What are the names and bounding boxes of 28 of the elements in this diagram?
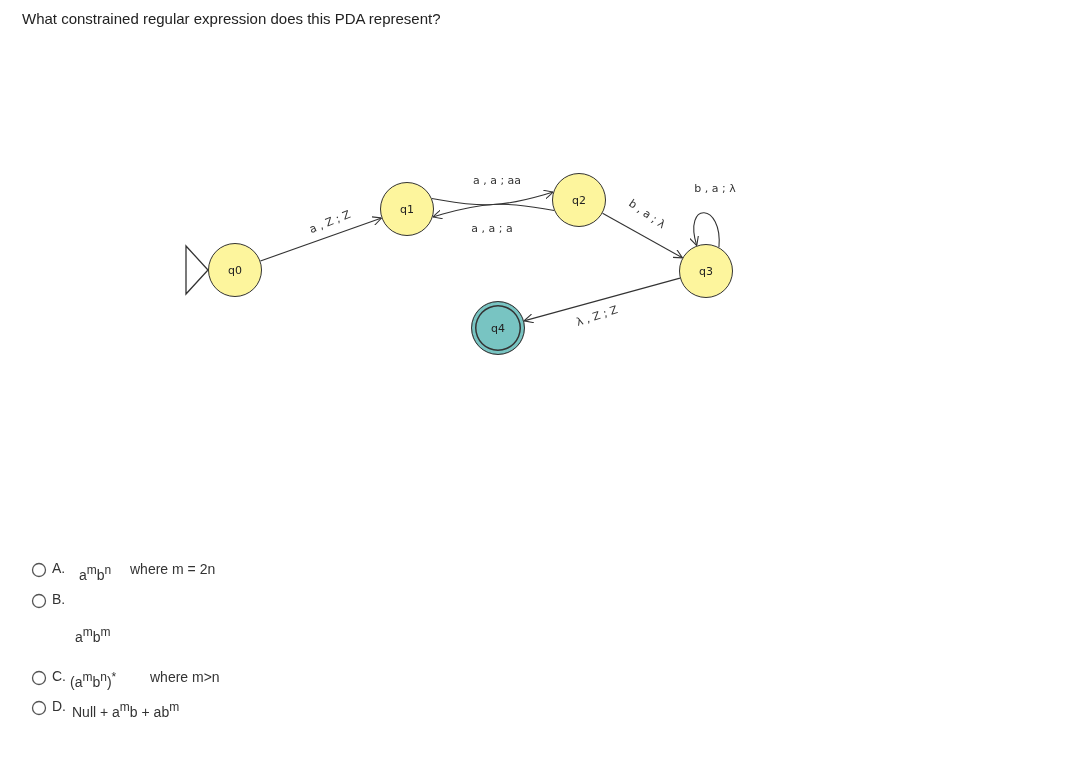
answer-expression: a$^{m}$b$^{m}$ (75, 625, 111, 645)
transition-arrow (689, 212, 720, 248)
option-letter: D. (52, 698, 66, 714)
transition-arrow (431, 189, 554, 206)
option-letter: A. (52, 560, 66, 576)
answer-expression: Null + a$^{m}$b + ab$^{m}$ (72, 700, 180, 720)
transition-label: b , a ; λ (693, 181, 737, 195)
transition-arrow (602, 212, 683, 259)
answer-expression: a$^{m}$b$^{n}$ (79, 563, 112, 583)
question-text: What constrained regular expression does this PDA represent? (22, 10, 441, 27)
state-circle (552, 173, 606, 227)
state-circle (679, 244, 733, 298)
option-letter: B. (52, 591, 66, 607)
transition-arrow (259, 216, 383, 262)
final-state-circle (471, 301, 525, 355)
state-name: q4 (491, 321, 505, 335)
state-name: q0 (228, 263, 242, 277)
answer-expression: (a$^{m}$b$^{n}$)$^{*}$ (70, 670, 117, 690)
transition-arrow (432, 203, 555, 220)
state-name: q3 (699, 264, 713, 278)
condition-text: where m = 2n (130, 561, 216, 577)
state-circle (380, 182, 434, 236)
state-name: q1 (400, 202, 414, 216)
option-letter: C. (52, 668, 66, 684)
condition-text: where m>n (150, 669, 220, 685)
state-circle (208, 243, 262, 297)
transition-arrow (523, 277, 681, 324)
state-name: q2 (572, 193, 586, 207)
